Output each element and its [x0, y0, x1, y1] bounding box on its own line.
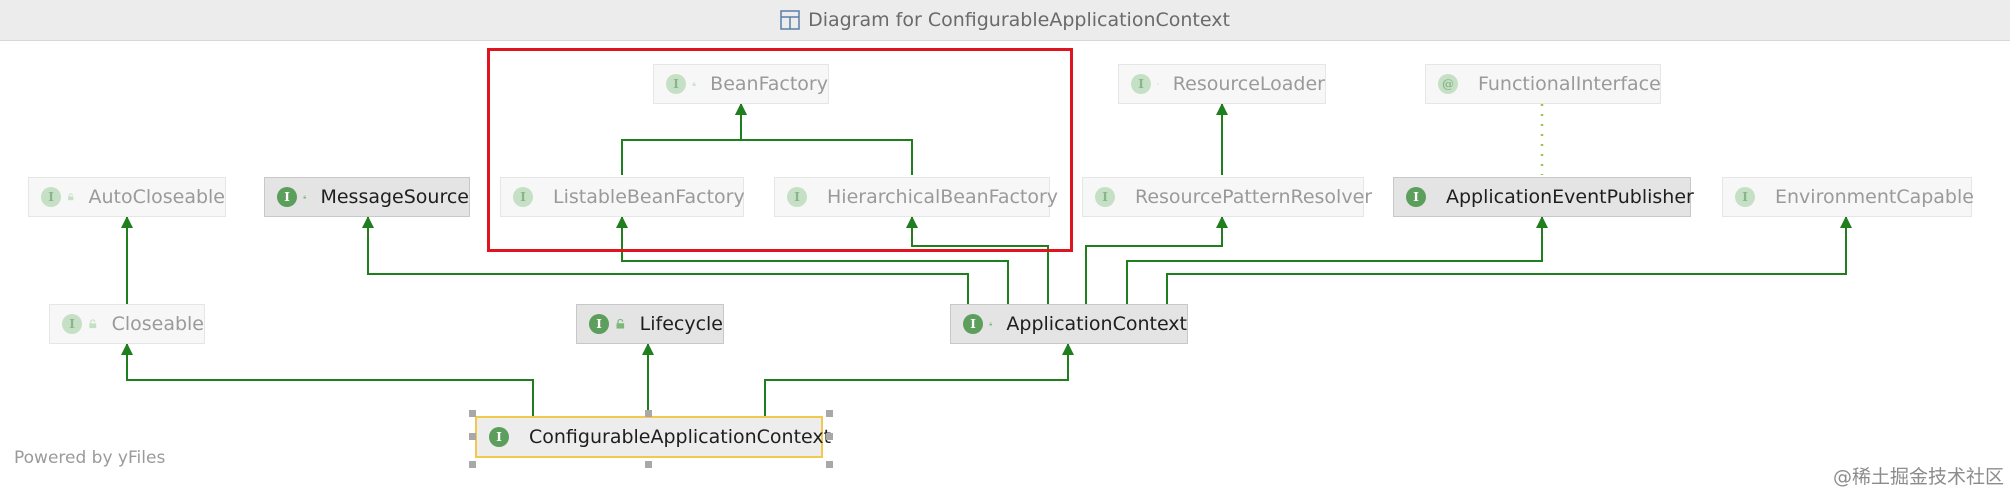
node-configurable-application-context[interactable]: I ConfigurableApplicationContext — [475, 416, 831, 458]
node-environment-capable[interactable]: I EnvironmentCapable — [1722, 177, 1974, 217]
edge-appctx-to-publisher — [1126, 216, 1548, 306]
node-label: ApplicationContext — [1006, 313, 1187, 335]
node-listable-bean-factory[interactable]: I ListableBeanFactory — [500, 177, 745, 217]
node-lifecycle[interactable]: I Lifecycle — [576, 304, 724, 344]
lock-icon — [303, 195, 306, 199]
node-label: ApplicationEventPublisher — [1446, 186, 1694, 208]
annotation-icon: @ — [1438, 74, 1458, 94]
edge-appctx-to-resolver — [1085, 216, 1228, 306]
interface-icon: I — [489, 427, 509, 447]
node-label: ConfigurableApplicationContext — [529, 426, 832, 448]
edge-appctx-to-hierarchical — [906, 216, 1049, 306]
node-label: FunctionalInterface — [1478, 73, 1661, 95]
interface-icon: I — [1735, 187, 1755, 207]
lock-icon — [989, 322, 992, 326]
edge-appctx-to-listable — [616, 216, 1009, 306]
resize-handle-top-left[interactable] — [469, 410, 476, 417]
resize-handle-bottom-left[interactable] — [469, 461, 476, 468]
node-label: Lifecycle — [639, 313, 723, 335]
interface-icon: I — [41, 187, 61, 207]
node-label: AutoCloseable — [88, 186, 225, 208]
interface-icon: I — [787, 187, 807, 207]
node-application-context[interactable]: I ApplicationContext — [950, 304, 1188, 344]
edge-configurable-to-closeable — [121, 343, 534, 418]
interface-icon: I — [963, 314, 983, 334]
node-hierarchical-bean-factory[interactable]: I HierarchicalBeanFactory — [774, 177, 1058, 217]
lock-icon — [692, 81, 696, 86]
watermark: @稀土掘金技术社区 — [1832, 466, 2004, 488]
node-functional-interface[interactable]: @ FunctionalInterface — [1425, 64, 1661, 104]
resize-handle-bottom-right[interactable] — [826, 461, 833, 468]
interface-icon: I — [1131, 74, 1151, 94]
interface-icon: I — [1406, 187, 1426, 207]
node-label: ResourcePatternResolver — [1135, 186, 1373, 208]
diagram-title-bar: Diagram for ConfigurableApplicationConte… — [0, 0, 2010, 41]
node-application-event-publisher[interactable]: I ApplicationEventPublisher — [1393, 177, 1694, 217]
lock-icon — [616, 318, 625, 329]
lock-icon — [1157, 83, 1159, 85]
interface-icon: I — [513, 187, 533, 207]
node-label: BeanFactory — [710, 73, 828, 95]
edge-appctx-to-environment — [1166, 216, 1852, 306]
interface-icon: I — [1095, 187, 1115, 207]
node-label: Closeable — [111, 313, 204, 335]
resize-handle-bottom[interactable] — [645, 461, 652, 468]
highlight-box — [487, 48, 1073, 252]
node-label: HierarchicalBeanFactory — [827, 186, 1059, 208]
diagram-title: Diagram for ConfigurableApplicationConte… — [808, 9, 1230, 31]
node-label: ResourceLoader — [1172, 73, 1325, 95]
node-resource-pattern-resolver[interactable]: I ResourcePatternResolver — [1082, 177, 1372, 217]
interface-icon: I — [666, 74, 686, 94]
node-closeable[interactable]: I Closeable — [49, 304, 205, 344]
interface-icon: I — [589, 314, 609, 334]
node-label: MessageSource — [320, 186, 469, 208]
resize-handle-left[interactable] — [469, 433, 476, 440]
edge-hierarchical-to-beanfactory — [735, 103, 913, 175]
diagram-icon — [780, 10, 800, 30]
resize-handle-top-right[interactable] — [826, 410, 833, 417]
node-resource-loader[interactable]: I ResourceLoader — [1118, 64, 1326, 104]
edge-appctx-to-messagesource — [362, 216, 969, 306]
interface-icon: I — [62, 314, 82, 334]
node-label: ListableBeanFactory — [553, 186, 745, 208]
lock-icon — [89, 319, 97, 329]
resize-handle-top[interactable] — [645, 410, 652, 417]
node-message-source[interactable]: I MessageSource — [264, 177, 470, 217]
node-label: EnvironmentCapable — [1775, 186, 1974, 208]
resize-handle-right[interactable] — [826, 433, 833, 440]
edge-configurable-to-appctx — [764, 343, 1074, 418]
node-auto-closeable[interactable]: I AutoCloseable — [28, 177, 226, 217]
interface-icon: I — [277, 187, 297, 207]
lock-icon — [68, 193, 74, 201]
powered-by-label: Powered by yFiles — [14, 448, 166, 468]
node-bean-factory[interactable]: I BeanFactory — [653, 64, 829, 104]
